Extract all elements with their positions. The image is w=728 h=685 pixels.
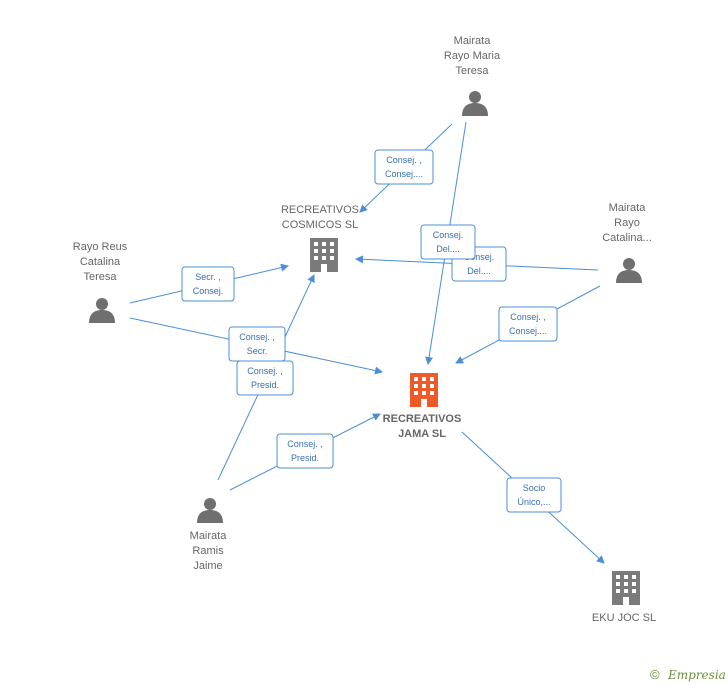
node-label-line: JAMA SL [398,428,446,440]
node-label-line: Rayo Maria [444,50,501,62]
brand-name: Empresia [667,668,726,682]
node-label-line: Teresa [455,65,489,77]
node-label-line: Rayo Reus [73,241,128,253]
node-mairata-rayo-catalina[interactable]: Mairata Rayo Catalina... [602,202,652,283]
node-label-line: Mairata [609,202,647,214]
edge-label-line-2: Consej.... [385,169,423,179]
edge-label-line-2: Presid. [291,453,319,463]
person-icon [197,498,223,523]
edge-label-line-1: Consej. , [247,366,283,376]
edge-label-line-1: Secr. , [195,272,221,282]
edge-label[interactable]: Secr. , Consej. [181,266,235,302]
node-label-line: Jaime [193,560,222,572]
building-icon [310,238,338,272]
node-label-line: RECREATIVOS [281,204,359,216]
node-mairata-ramis[interactable]: Mairata Ramis Jaime [190,498,228,572]
edge-label[interactable]: Socio Único,... [506,477,562,513]
node-label-line: Catalina... [602,232,652,244]
edge-label[interactable]: Consej. Del.... [420,224,476,260]
edge-label-line-1: Consej. , [287,439,323,449]
edge-label-line-1: Socio [523,483,546,493]
node-rayo-reus[interactable]: Rayo Reus Catalina Teresa [73,241,128,323]
building-icon [612,571,640,605]
edge-label-line-2: Consej. [193,286,224,296]
node-eku-joc[interactable]: EKU JOC SL [592,571,656,624]
edge-label[interactable]: Consej. , Secr. [228,326,286,362]
edge-label[interactable]: Consej. , Consej.... [374,149,434,185]
edge-label[interactable]: Consej. , Presid. [236,360,294,396]
edge-label-line-2: Presid. [251,380,279,390]
node-label-line: Mairata [454,35,492,47]
edge-label-line-1: Consej. , [386,155,422,165]
node-recreativos-jama[interactable]: RECREATIVOS JAMA SL [383,373,462,440]
edge-label-line-1: Consej. , [239,332,275,342]
node-label-line: COSMICOS SL [282,219,358,231]
edge-label-line-2: Consej.... [509,326,547,336]
person-icon [462,91,488,116]
edge-label-line-2: Secr. [247,346,268,356]
node-label-line: Ramis [192,545,224,557]
node-label-line: Mairata [190,530,228,542]
edge-label-line-1: Consej. [464,252,495,262]
copyright-icon: © [650,667,660,682]
node-mairata-rayo-maria[interactable]: Mairata Rayo Maria Teresa [444,35,501,116]
node-label-line: EKU JOC SL [592,612,656,624]
node-label-line: RECREATIVOS [383,413,462,425]
edge-label-line-1: Consej. , [510,312,546,322]
node-label-line: Catalina [80,256,121,268]
node-label-line: Rayo [614,217,640,229]
edge-label-line-2: Del.... [467,266,491,276]
edge-label-line-1: Consej. [433,230,464,240]
edge-label-line-2: Del.... [436,244,460,254]
edge-labels: Consej. , Consej.... Consej. Del.... Con… [181,149,562,513]
person-icon [89,298,115,323]
edge-label[interactable]: Consej. , Presid. [276,433,334,469]
edge-label[interactable]: Consej. , Consej.... [498,306,558,342]
building-icon [410,373,438,407]
node-recreativos-cosmicos[interactable]: RECREATIVOS COSMICOS SL [281,204,359,272]
brand-watermark: © Empresia [650,667,726,682]
node-label-line: Teresa [83,271,117,283]
person-icon [616,258,642,283]
edge-label-line-2: Único,... [517,497,550,507]
